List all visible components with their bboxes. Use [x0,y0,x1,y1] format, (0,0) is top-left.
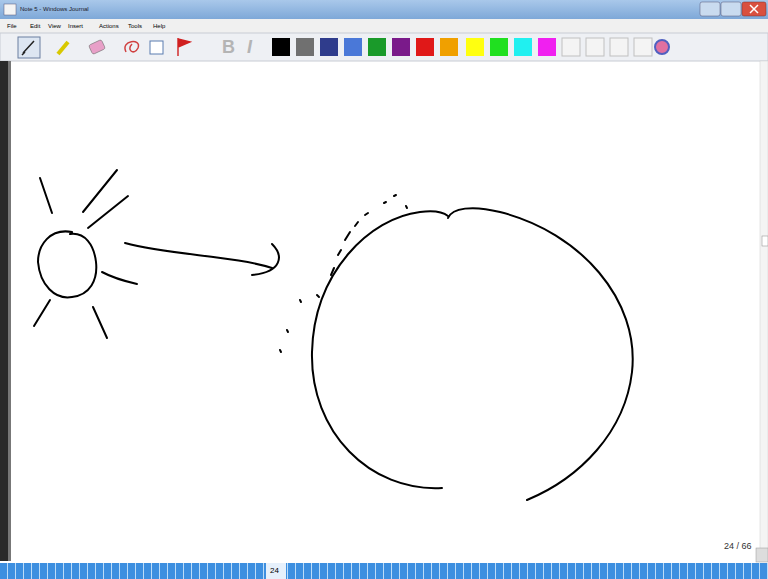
flag-icon [178,38,190,56]
left-edge [8,61,11,561]
minimize-button [700,2,720,16]
menu-bar [0,19,768,33]
insert-space-icon [150,41,163,54]
lasso-icon [125,42,139,52]
maximize-button [721,2,741,16]
menu-item: Actions [99,23,119,29]
dotted-arc [280,195,407,352]
page-number: 24 [270,567,279,575]
scroll-thumb [762,236,768,246]
menu-item: Edit [30,23,40,29]
menu-item: Help [153,23,165,29]
sun-sketch [34,170,137,338]
current-page-cell [266,563,286,579]
eraser-icon [89,40,106,55]
corner-button [756,548,768,562]
palette-icon [655,40,669,54]
pen-button [18,37,40,58]
toolbar [0,33,768,61]
color-swatches [272,38,652,56]
close-button [742,2,766,16]
close-cross [750,5,758,13]
menu-item: Insert [68,23,83,29]
menu-item: Tools [128,23,142,29]
scrollbar [760,61,768,561]
light-arrow [125,243,279,275]
pen-icon [22,41,34,55]
menu-item: View [48,23,61,29]
earth-circle [312,208,633,500]
page-counter: 24 / 66 [724,542,752,551]
page-bar [0,563,768,579]
bold-button: B [222,38,235,56]
title-bar [0,0,768,19]
left-strip [0,61,10,561]
highlighter-icon [58,42,68,54]
menu-item: File [7,23,17,29]
italic-button: I [247,38,252,56]
window-title: Note 5 - Windows Journal [20,6,89,12]
app-icon [4,4,16,15]
